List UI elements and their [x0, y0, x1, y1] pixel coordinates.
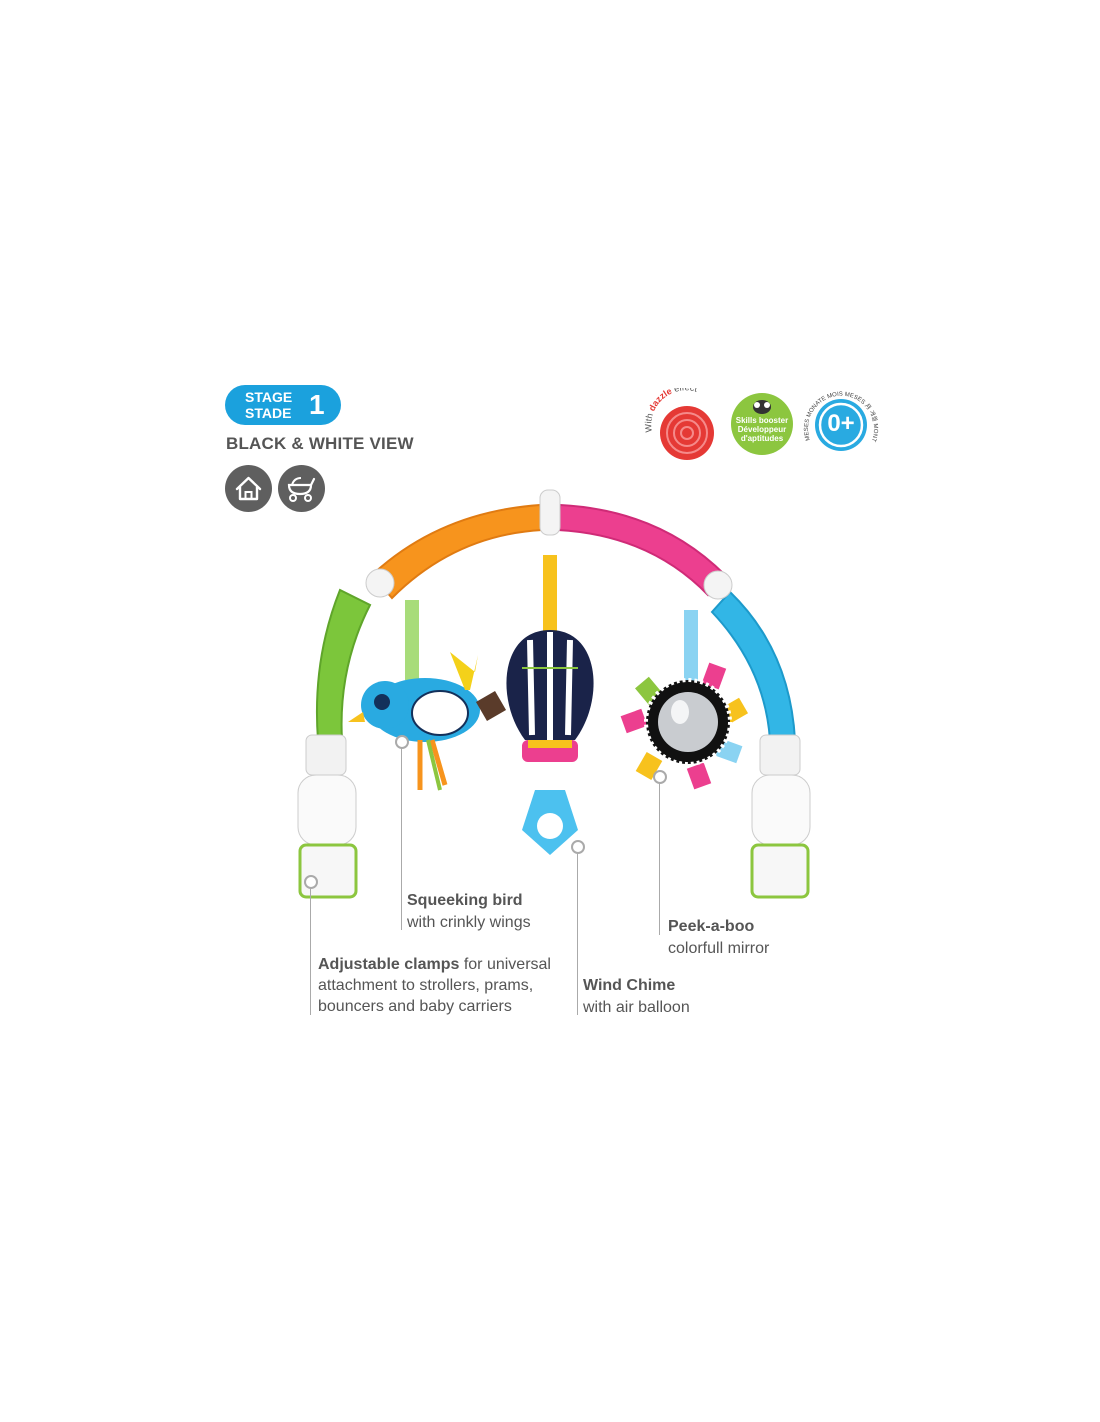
mirror-subtitle: colorfull mirror	[668, 940, 770, 957]
arch-segment-orange	[370, 503, 544, 600]
age-badge: MESES MONATE MOIS MESES 月 개월 MONTHS 0+	[802, 386, 880, 464]
rainbow-arch-toy	[297, 489, 811, 899]
bird-callout: Squeeking bird with crinkly wings	[407, 890, 531, 934]
balloon-ribbon	[543, 555, 557, 635]
bird-ribbon	[405, 600, 419, 680]
dazzle-suffix: effect	[670, 388, 699, 395]
mirror-leader-dot	[653, 770, 667, 784]
chime-subtitle: with air balloon	[583, 999, 690, 1016]
home-icon	[225, 465, 272, 512]
peekaboo-mirror-toy	[620, 662, 749, 790]
view-title: BLACK & WHITE VIEW	[226, 434, 414, 453]
mirror-callout: Peek-a-boo colorfull mirror	[668, 916, 769, 960]
bird-leader-line	[401, 745, 402, 930]
right-connector	[703, 570, 733, 600]
clamps-leader-line	[310, 885, 311, 1015]
air-balloon-toy	[475, 630, 594, 762]
left-connector	[365, 568, 395, 598]
clamps-line3: bouncers and baby carriers	[318, 998, 512, 1015]
chime-leader-dot	[571, 840, 585, 854]
clamps-callout: Adjustable clamps for universal attachme…	[318, 954, 551, 1017]
center-connector	[539, 489, 561, 536]
stage-number: 1	[309, 389, 325, 420]
clamps-line1-rest: for universal	[459, 956, 551, 973]
stage-label: STAGE	[245, 389, 293, 405]
skills-line3: d'aptitudes	[740, 434, 784, 443]
bird-toy	[348, 652, 480, 791]
chime-leader-line	[577, 850, 578, 1015]
skills-line1: Skills booster	[735, 416, 789, 425]
mirror-title: Peek-a-boo	[668, 918, 755, 935]
stroller-icon	[278, 465, 325, 512]
arch-segment-pink	[556, 503, 727, 597]
bird-leader-dot	[395, 735, 409, 749]
stage-words: STAGE STADE	[245, 389, 292, 421]
skills-booster-badge: Skills booster Développeur d'aptitudes	[731, 393, 793, 455]
stade-label: STADE	[245, 405, 292, 421]
dazzle-prefix: With	[643, 409, 656, 433]
left-clamp	[297, 734, 358, 899]
dazzle-effect-badge: With dazzle effect	[640, 382, 730, 468]
stage-badge: STAGE STADE 1	[225, 385, 341, 425]
mirror-leader-line	[659, 780, 660, 935]
right-clamp	[750, 734, 811, 899]
age-value: 0+	[827, 410, 855, 437]
bird-subtitle: with crinkly wings	[407, 914, 531, 931]
dazzle-word: dazzle	[647, 388, 674, 413]
bird-title: Squeeking bird	[407, 892, 523, 909]
clamps-title: Adjustable clamps	[318, 956, 460, 973]
chime-callout: Wind Chime with air balloon	[583, 975, 690, 1019]
skills-line2: Développeur	[737, 425, 787, 434]
clamps-leader-dot	[304, 875, 318, 889]
chime-title: Wind Chime	[583, 977, 676, 994]
mirror-ribbon	[684, 610, 698, 685]
teether-ring	[522, 790, 578, 855]
clamps-line2: attachment to strollers, prams,	[318, 977, 534, 994]
